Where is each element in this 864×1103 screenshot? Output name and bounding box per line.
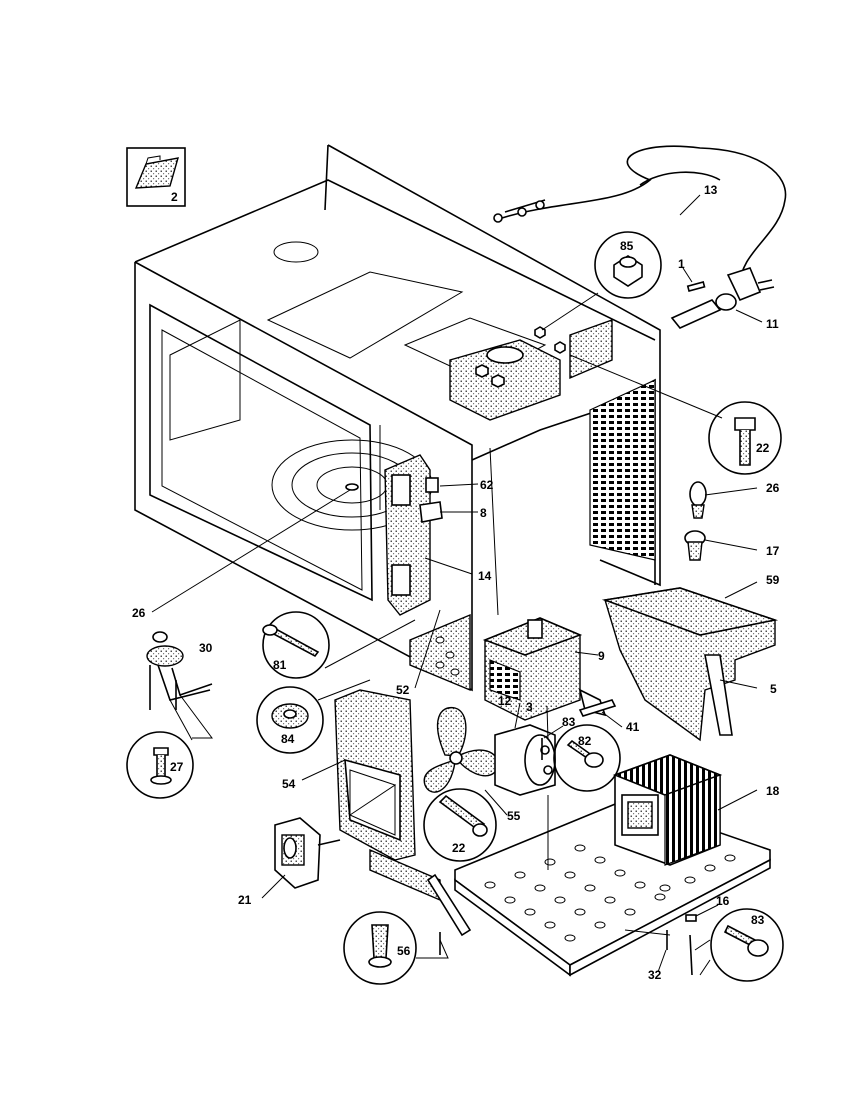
label-30: 30 xyxy=(199,641,213,655)
capacitor-12 xyxy=(494,724,556,796)
callout-27 xyxy=(126,731,194,799)
power-cord-13 xyxy=(493,145,787,302)
leader-lines xyxy=(151,194,763,976)
fan-bracket-54 xyxy=(334,689,472,937)
label-3: 3 xyxy=(526,700,533,714)
fuse-and-holder xyxy=(670,281,737,329)
lamp-and-socket xyxy=(684,481,707,561)
label-84: 84 xyxy=(281,732,295,746)
label-12: 12 xyxy=(498,694,512,708)
label-13: 13 xyxy=(704,183,718,197)
label-5: 5 xyxy=(770,682,777,696)
label-54: 54 xyxy=(282,777,296,791)
label-9: 9 xyxy=(598,649,605,663)
label-22-bottom: 22 xyxy=(452,841,466,855)
callout-82 xyxy=(553,724,621,792)
callout-22-top xyxy=(708,401,782,475)
label-52: 52 xyxy=(396,683,410,697)
part-2-inset xyxy=(126,147,186,207)
callout-85 xyxy=(594,231,662,299)
label-32: 32 xyxy=(648,968,662,982)
interlock-switches xyxy=(419,477,443,523)
label-26-top: 26 xyxy=(766,481,780,495)
label-83-bottom: 83 xyxy=(751,913,765,927)
callout-84 xyxy=(256,686,324,754)
label-18: 18 xyxy=(766,784,780,798)
label-82: 82 xyxy=(578,734,592,748)
label-55: 55 xyxy=(507,809,521,823)
control-bracket-14 xyxy=(384,454,471,692)
label-17: 17 xyxy=(766,544,780,558)
top-fasteners xyxy=(475,326,566,388)
part-labels: 2 13 85 1 11 22 26 62 8 17 14 59 26 30 8… xyxy=(132,183,780,982)
transformer-18 xyxy=(612,754,723,866)
label-8: 8 xyxy=(480,506,487,520)
label-83-mid: 83 xyxy=(562,715,576,729)
magnetron-9 xyxy=(482,617,607,721)
label-59: 59 xyxy=(766,573,780,587)
air-duct-59 xyxy=(601,587,779,742)
label-22-top: 22 xyxy=(756,441,770,455)
label-2: 2 xyxy=(171,190,178,204)
loose-screws xyxy=(439,738,697,976)
fan-motor-21 xyxy=(274,817,341,889)
callout-83-bottom xyxy=(710,908,784,982)
label-16: 16 xyxy=(716,894,730,908)
label-62: 62 xyxy=(480,478,494,492)
label-56: 56 xyxy=(397,944,411,958)
fan-blade-55 xyxy=(423,706,499,793)
label-1: 1 xyxy=(678,257,685,271)
label-11: 11 xyxy=(766,317,779,331)
callout-56 xyxy=(343,911,417,985)
label-27: 27 xyxy=(170,760,184,774)
label-21: 21 xyxy=(238,893,252,907)
label-81: 81 xyxy=(273,658,287,672)
label-14: 14 xyxy=(478,569,492,583)
label-85: 85 xyxy=(620,239,634,253)
label-41: 41 xyxy=(626,720,640,734)
base-plate xyxy=(454,799,771,977)
diode-41 xyxy=(578,699,617,717)
callout-22-bottom xyxy=(423,788,497,862)
callout-81 xyxy=(262,611,330,679)
label-26-left: 26 xyxy=(132,606,146,620)
